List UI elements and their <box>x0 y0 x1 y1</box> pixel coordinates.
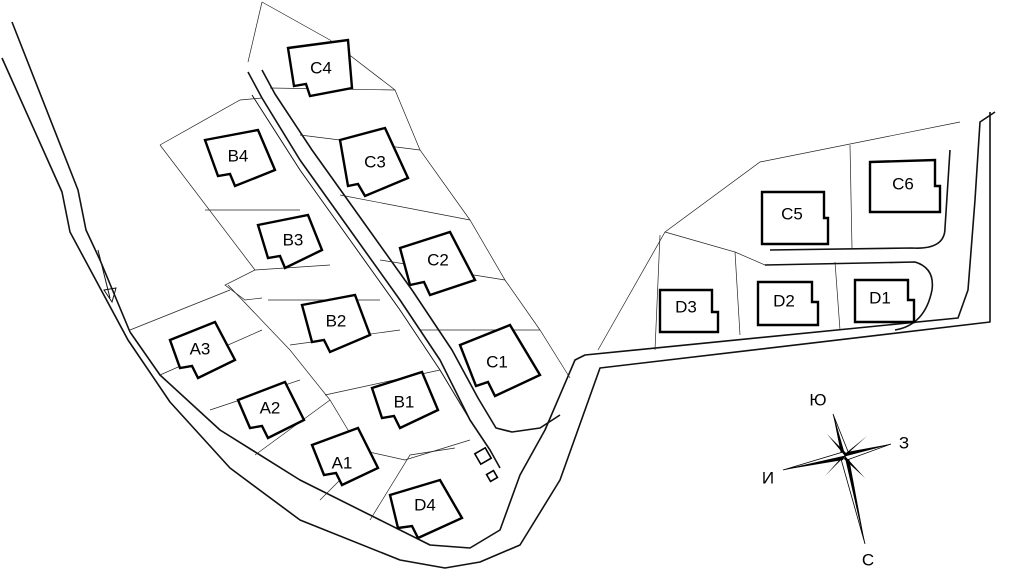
central-lane-west-edge <box>247 71 501 469</box>
house-C5 <box>760 190 830 246</box>
house-A2 <box>236 380 306 440</box>
small-structure-2 <box>485 469 499 483</box>
house-C4 <box>286 38 354 98</box>
compass-label-north: Ю <box>809 391 826 410</box>
lot-label-C2: C2 <box>427 251 449 270</box>
east-loop-outer <box>764 261 934 331</box>
house-D4 <box>388 478 464 540</box>
lot-labels: C4 C3 C2 C1 B4 B3 B2 B1 A3 A2 A1 D4 D3 D… <box>190 59 914 515</box>
lot-label-C3: C3 <box>364 153 386 172</box>
lot-label-C5: C5 <box>781 205 803 224</box>
lot-label-B4: B4 <box>228 147 249 166</box>
west-road-inner-edge <box>11 21 131 333</box>
house-C1 <box>458 323 542 398</box>
west-road-arrow-line <box>97 249 111 299</box>
house-B1 <box>370 370 440 430</box>
south-road-inner-edge <box>129 111 996 549</box>
houses <box>168 38 942 540</box>
house-A3 <box>168 320 237 380</box>
compass-rose <box>782 413 892 545</box>
central-lane-east-edge <box>261 69 561 433</box>
compass-label-west: И <box>762 469 774 488</box>
lot-label-D4: D4 <box>414 496 436 515</box>
house-C3 <box>338 126 410 198</box>
west-road-outer-edge <box>1 57 991 569</box>
lot-label-D2: D2 <box>773 292 795 311</box>
lot-label-B1: B1 <box>394 393 415 412</box>
house-D1 <box>853 278 916 324</box>
lot-label-A1: A1 <box>332 454 353 473</box>
house-B3 <box>256 213 324 270</box>
compass-ray-diag-1 <box>827 434 848 456</box>
house-C6 <box>868 158 942 214</box>
west-road-arrow-head <box>103 287 117 304</box>
small-structure-1 <box>473 446 493 466</box>
lot-label-B3: B3 <box>283 231 304 250</box>
lot-label-B2: B2 <box>326 312 347 331</box>
house-D3 <box>658 288 720 334</box>
house-B4 <box>203 128 277 188</box>
lot-label-C4: C4 <box>310 59 332 78</box>
house-A1 <box>310 426 380 487</box>
lot-label-A2: A2 <box>260 399 281 418</box>
compass-label-east: З <box>899 434 909 453</box>
compass-ray-diag-3 <box>845 436 867 456</box>
house-B2 <box>300 293 372 354</box>
lot-label-D3: D3 <box>675 298 697 317</box>
east-loop-inner <box>769 149 951 251</box>
compass-ray-diag-2 <box>844 456 865 478</box>
house-D2 <box>756 280 820 327</box>
compass-ray-diag-4 <box>825 456 845 476</box>
house-C2 <box>398 230 477 297</box>
lot-label-A3: A3 <box>190 340 211 359</box>
central-lane-centerline <box>251 94 471 421</box>
roads <box>1 21 996 569</box>
lot-label-C6: C6 <box>892 175 914 194</box>
lot-label-D1: D1 <box>869 289 891 308</box>
parcel-boundaries <box>129 1 961 521</box>
lot-label-C1: C1 <box>486 353 508 372</box>
compass-ray-south-light <box>840 455 866 545</box>
compass-label-south: С <box>862 551 874 570</box>
